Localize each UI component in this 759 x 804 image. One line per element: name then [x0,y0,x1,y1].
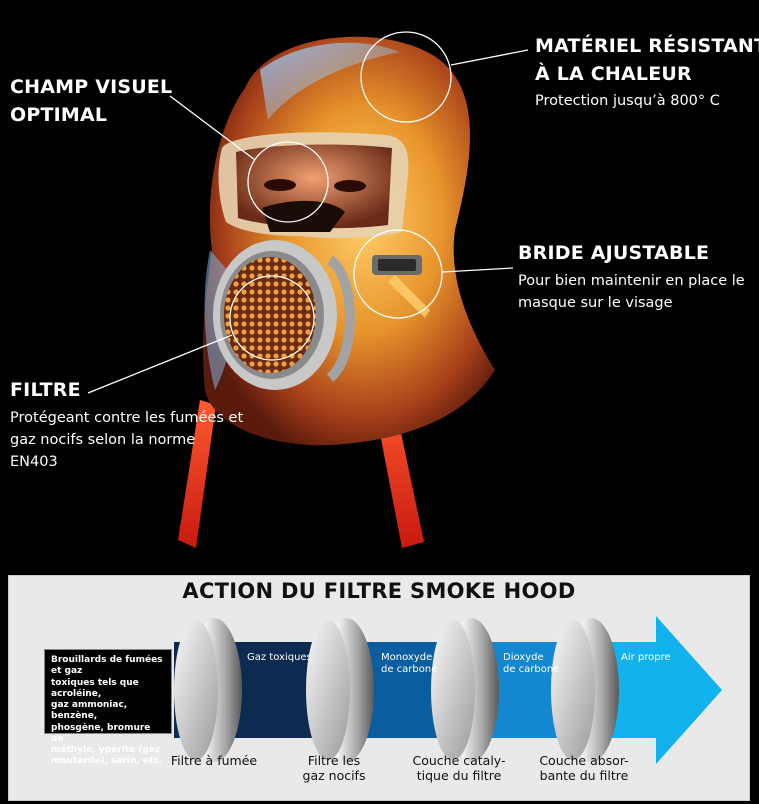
filter-label-gas-line1: Filtre les [307,753,361,768]
callout-filter: FILTRE Protégeant contre les fumées et g… [10,377,243,474]
callout-filter-description-line2: gaz nocifs selon la norme [10,432,196,449]
callout-strap-description-line2: masque sur le visage [518,295,673,312]
callout-circle-filter [229,275,315,361]
stage-label-toxic-gas: Gaz toxiques [247,652,312,663]
callout-material-title-line1: MATÉRIEL RÉSISTANT [535,35,759,57]
filter-mesh [224,257,316,373]
callout-material: MATÉRIEL RÉSISTANT À LA CHALEUR Protecti… [535,33,759,113]
filter-label-absorbent-line2: bante du filtre [539,768,629,783]
callout-circle-vision [247,141,329,223]
filter-label-gas-line2: gaz nocifs [302,768,366,783]
callout-strap-title: BRIDE AJUSTABLE [518,242,710,264]
callout-vision: CHAMP VISUEL OPTIMAL [10,74,172,129]
callout-vision-title-line1: CHAMP VISUEL [10,76,173,98]
filter-panel-title: ACTION DU FILTRE SMOKE HOOD [182,579,576,603]
hood-body [202,36,495,446]
stage-label-carbon-dioxide-line2: de carbone [503,664,560,675]
stage-label-carbon-dioxide-line1: Dioxyde [503,652,544,663]
stage-label-carbon-dioxide: Dioxyde de carbone [503,652,559,676]
filter-flow-diagram [174,616,722,764]
filter-label-catalytic-line1: Couche cataly- [412,753,506,768]
filter-action-panel: ACTION DU FILTRE SMOKE HOOD [8,575,750,801]
callout-filter-description-line1: Protégeant contre les fumées et [10,409,244,426]
callout-circle-strap [353,229,443,319]
filter-disc-gas [306,618,374,762]
filter-label-smoke-line1: Filtre à fumée [170,753,258,768]
filter-label-catalytic: Couche cataly- tique du filtre [399,753,519,783]
callout-filter-title: FILTRE [10,379,81,401]
stage-label-carbon-monoxide-line1: Monoxyde [381,652,433,663]
callout-material-title-line2: À LA CHALEUR [535,62,692,85]
filter-disc-smoke [174,618,242,762]
callout-strap: BRIDE AJUSTABLE Pour bien maintenir en p… [518,240,745,314]
stage-label-carbon-monoxide-line2: de carbone [381,664,438,675]
filter-disc-catalytic [431,618,499,762]
filter-label-catalytic-line2: tique du filtre [416,768,502,783]
callout-strap-description-line1: Pour bien maintenir en place le [518,272,745,289]
filter-label-absorbent: Couche absor- bante du filtre [524,753,644,783]
filter-label-absorbent-line1: Couche absor- [539,753,629,768]
filter-label-gas: Filtre les gaz nocifs [279,753,389,783]
callout-filter-description-line3: EN403 [10,454,58,471]
smoke-hood-illustration [87,31,529,548]
filter-label-smoke: Filtre à fumée [159,753,269,768]
input-pollutants-description: Brouillards de fumées et gaz toxiques te… [44,649,172,766]
filter-disc-absorbent [551,618,619,762]
callout-circle-material [360,31,452,123]
stage-label-carbon-monoxide: Monoxyde de carbone [381,652,437,676]
stage-label-clean-air: Air propre [621,652,671,663]
callout-material-description: Protection jusqu’à 800° C [535,93,720,110]
left-strap [178,400,216,548]
callout-vision-title-line2: OPTIMAL [10,103,108,126]
